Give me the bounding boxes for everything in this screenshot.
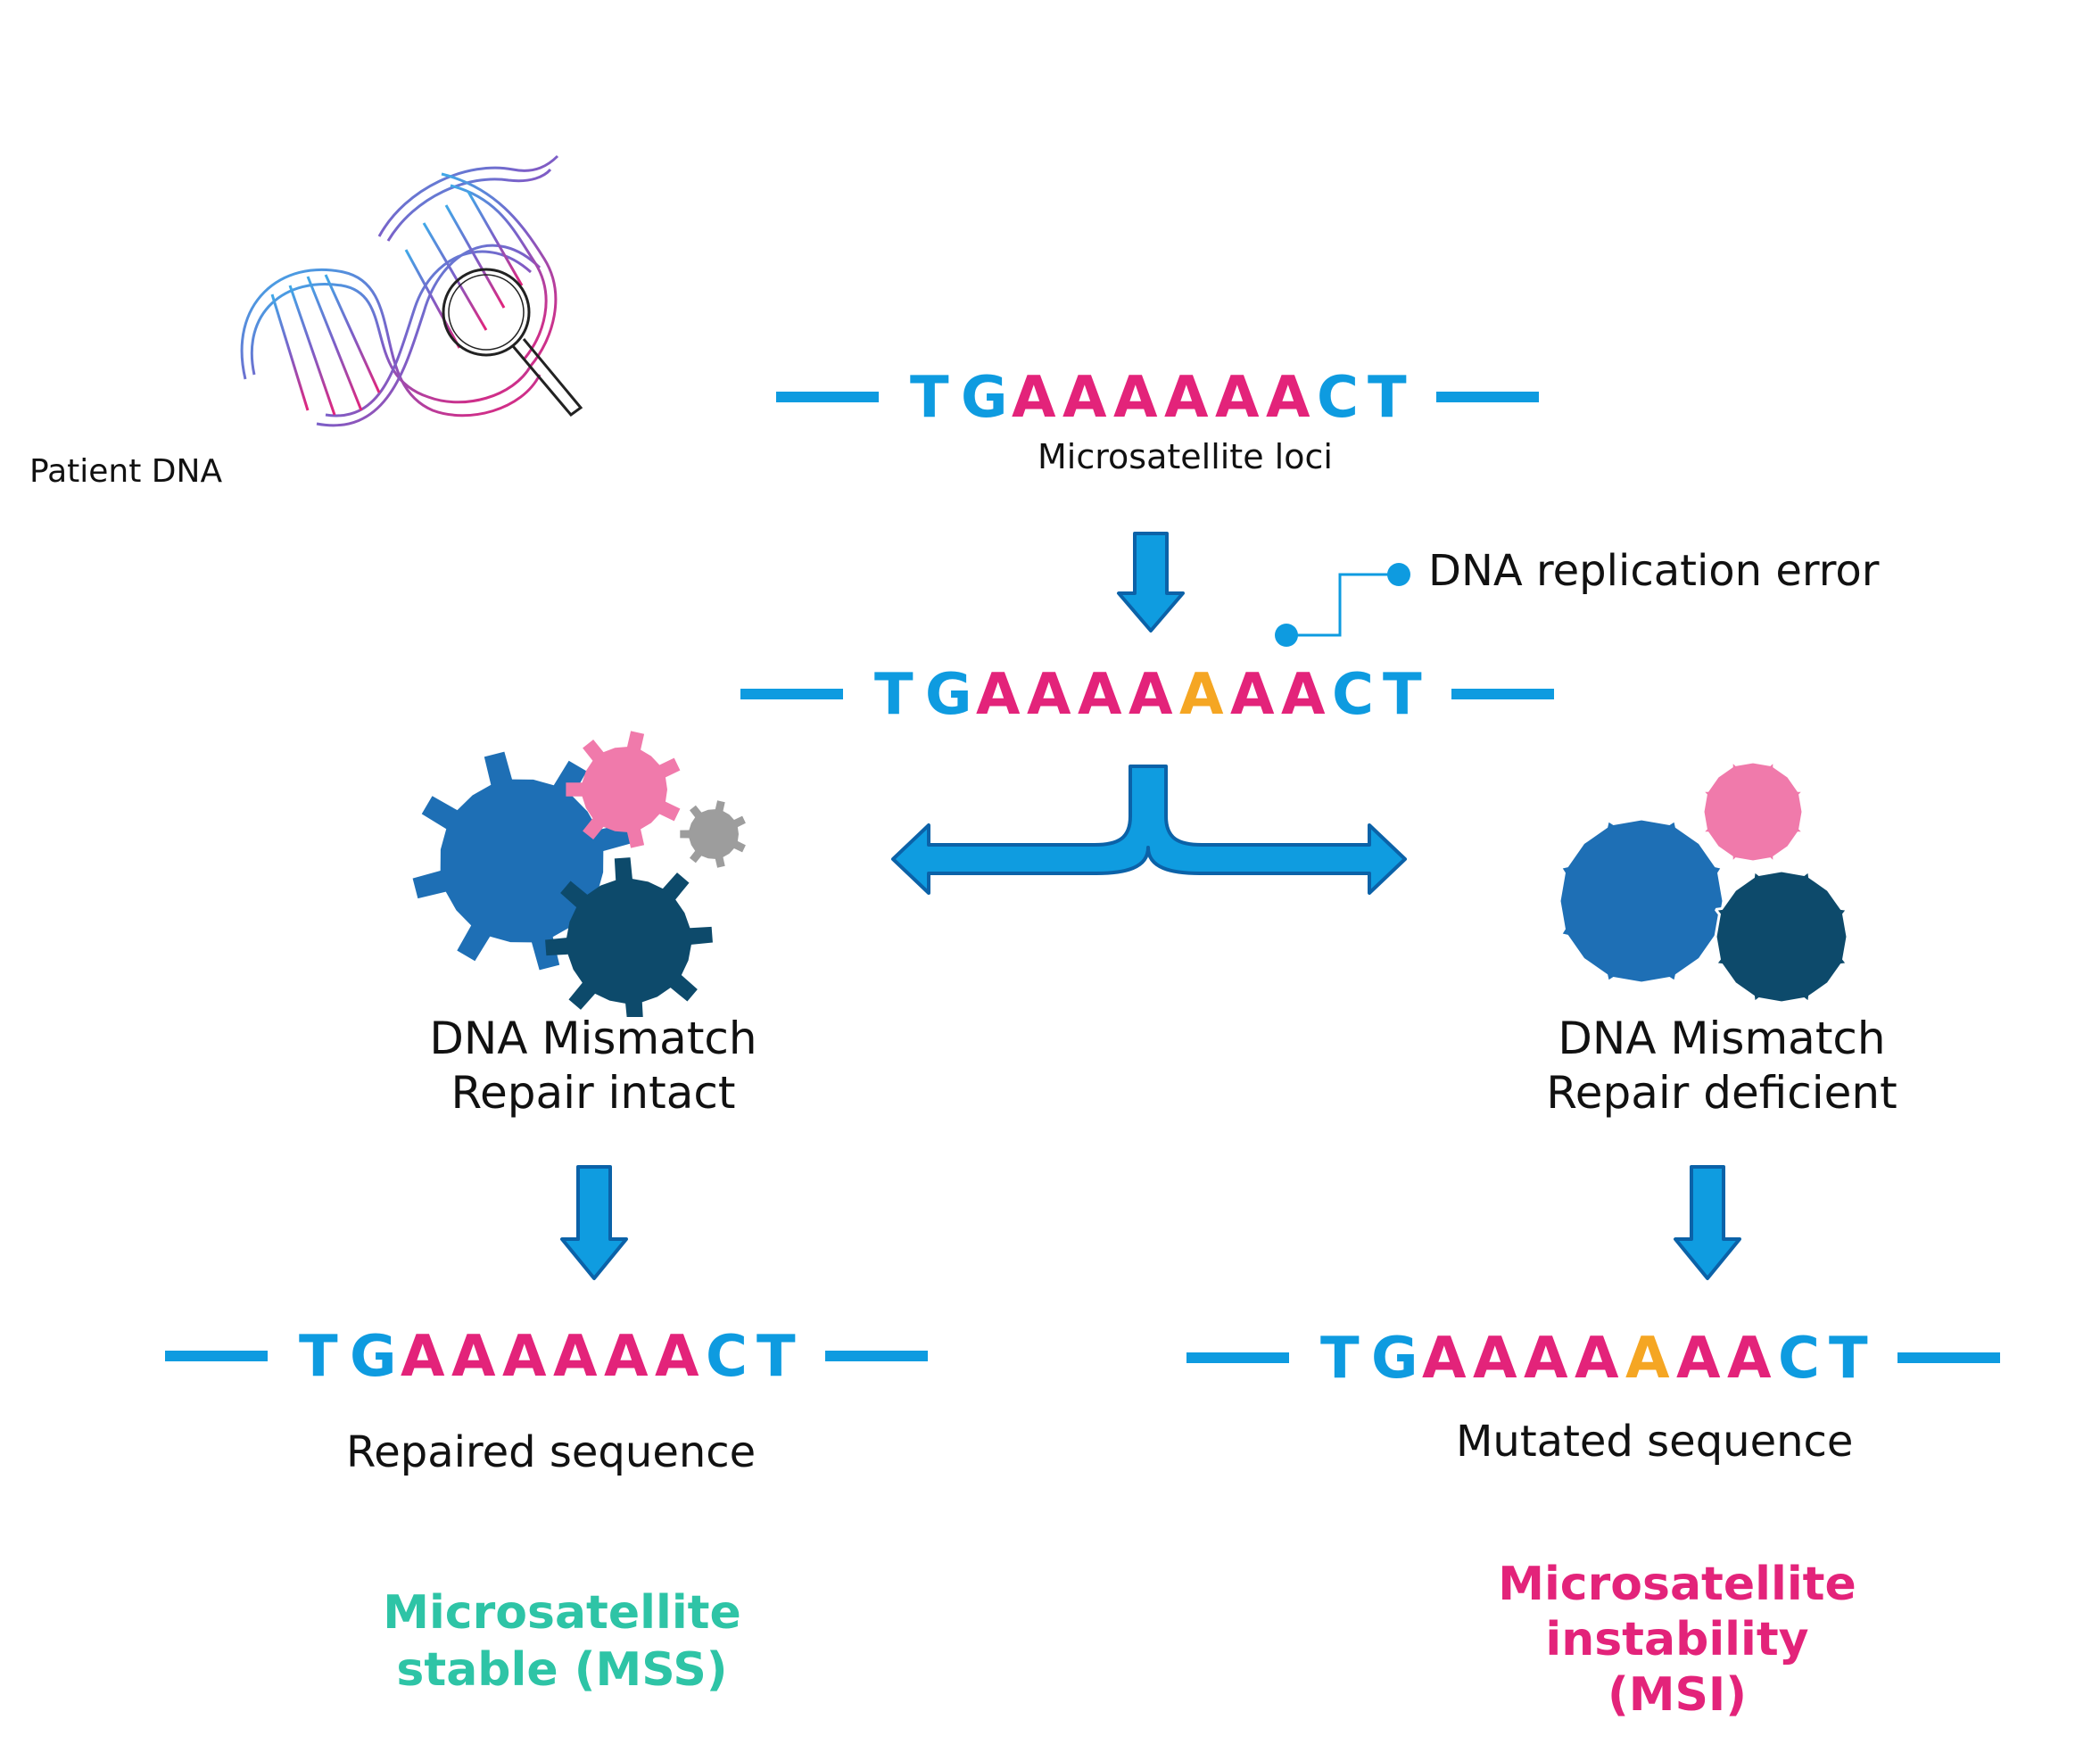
branch-arrow <box>891 765 1407 895</box>
base-a: A <box>1129 662 1173 728</box>
base-t: T <box>299 1324 338 1390</box>
msi-label-line3: (MSI) <box>1607 1668 1748 1722</box>
base-a: A <box>1575 1326 1619 1392</box>
base-g: G <box>961 365 1008 431</box>
base-t: T <box>1368 365 1407 431</box>
navy-gear-icon <box>545 857 713 1017</box>
base-a: A <box>401 1324 445 1390</box>
base-a-inserted: A <box>1625 1326 1670 1392</box>
base-c: C <box>1778 1326 1820 1392</box>
base-t: T <box>1383 662 1422 728</box>
down-arrow-2 <box>560 1165 628 1280</box>
dna-helix-with-magnifier-icon <box>240 154 583 427</box>
mss-label-line2: stable (MSS) <box>396 1643 728 1697</box>
replication-error-callout <box>1275 563 1410 647</box>
replication-error-label: DNA replication error <box>1428 546 1880 596</box>
base-a: A <box>1230 662 1275 728</box>
down-arrow-1 <box>1117 532 1185 632</box>
grey-gear-icon <box>680 800 746 868</box>
base-a: A <box>1113 365 1158 431</box>
base-t: T <box>756 1324 796 1390</box>
base-a: A <box>1524 1326 1568 1392</box>
base-a: A <box>1164 365 1209 431</box>
msi-label-line2: instability <box>1545 1613 1809 1666</box>
base-g: G <box>1371 1326 1418 1392</box>
base-a: A <box>1422 1326 1467 1392</box>
base-a: A <box>1062 365 1107 431</box>
base-g: G <box>350 1324 397 1390</box>
base-a: A <box>604 1324 649 1390</box>
base-t: T <box>1829 1326 1868 1392</box>
base-a: A <box>655 1324 699 1390</box>
base-a: A <box>1727 1326 1772 1392</box>
base-a: A <box>1078 662 1122 728</box>
mutated-sequence-label: Mutated sequence <box>1456 1417 1854 1467</box>
mmr-intact-line1: DNA Mismatch <box>429 1013 757 1064</box>
base-a: A <box>1473 1326 1517 1392</box>
base-a: A <box>1215 365 1260 431</box>
base-c: C <box>706 1324 748 1390</box>
mss-label-line1: Microsatellite <box>383 1586 741 1640</box>
base-a: A <box>1266 365 1310 431</box>
broken-gears-icon <box>1558 759 1849 1005</box>
base-a: A <box>553 1324 598 1390</box>
base-a: A <box>1281 662 1326 728</box>
repaired-sequence-label: Repaired sequence <box>346 1427 756 1477</box>
mmr-intact-line2: Repair intact <box>451 1067 736 1119</box>
mmr-deficient-line1: DNA Mismatch <box>1558 1013 1886 1064</box>
base-c: C <box>1332 662 1374 728</box>
gears-icon <box>412 731 746 1017</box>
base-t: T <box>1320 1326 1360 1392</box>
base-a-inserted: A <box>1179 662 1224 728</box>
base-a: A <box>1676 1326 1721 1392</box>
mmr-deficient-line2: Repair deficient <box>1546 1067 1897 1119</box>
microsatellite-loci-label: Microsatellite loci <box>1038 437 1333 476</box>
base-a: A <box>976 662 1021 728</box>
navy-worn-gear-icon <box>1714 869 1849 1005</box>
down-arrow-3 <box>1674 1165 1741 1280</box>
base-a: A <box>451 1324 496 1390</box>
pink-worn-gear-icon <box>1700 759 1806 864</box>
patient-dna-label: Patient DNA <box>29 453 223 490</box>
base-t: T <box>874 662 914 728</box>
base-a: A <box>1012 365 1056 431</box>
base-g: G <box>925 662 972 728</box>
base-t: T <box>910 365 949 431</box>
base-a: A <box>1027 662 1071 728</box>
msi-label-line1: Microsatellite <box>1498 1558 1856 1611</box>
base-a: A <box>502 1324 547 1390</box>
base-c: C <box>1317 365 1359 431</box>
pink-gear-icon <box>566 731 681 848</box>
blue-worn-gear-icon <box>1558 817 1725 985</box>
